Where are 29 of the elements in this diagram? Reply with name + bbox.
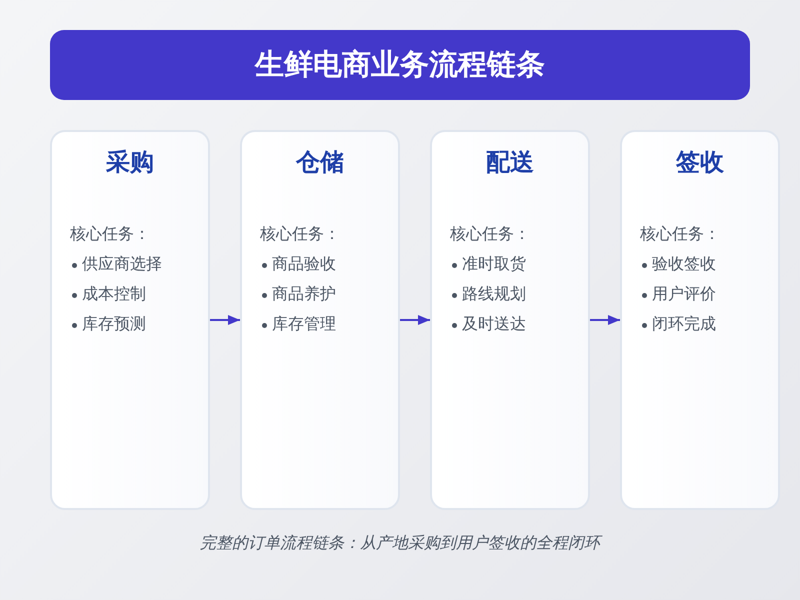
task-item: 商品养护 <box>272 284 336 305</box>
arrow <box>400 315 430 325</box>
task-item: 库存管理 <box>272 314 336 335</box>
task-heading: 核心任务： <box>450 224 530 245</box>
process-card <box>430 130 590 510</box>
card-heading: 签收 <box>676 148 724 178</box>
task-item: 成本控制 <box>82 284 146 305</box>
caption: 完整的订单流程链条：从产地采购到用户签收的全程闭环 <box>200 533 600 555</box>
task-item: 及时送达 <box>462 314 526 335</box>
arrow <box>210 315 240 325</box>
arrow <box>590 315 620 325</box>
card-heading: 仓储 <box>296 148 344 178</box>
process-card <box>50 130 210 510</box>
task-item: 路线规划 <box>462 284 526 305</box>
task-heading: 核心任务： <box>260 224 340 245</box>
task-item: 商品验收 <box>272 254 336 275</box>
process-card <box>620 130 780 510</box>
card-heading: 采购 <box>106 148 154 178</box>
task-item: 闭环完成 <box>652 314 716 335</box>
task-heading: 核心任务： <box>70 224 150 245</box>
task-heading: 核心任务： <box>640 224 720 245</box>
process-card <box>240 130 400 510</box>
title-banner: 生鲜电商业务流程链条 <box>50 30 750 100</box>
task-item: 用户评价 <box>652 284 716 305</box>
task-item: 供应商选择 <box>82 254 162 275</box>
task-item: 准时取货 <box>462 254 526 275</box>
card-heading: 配送 <box>486 148 534 178</box>
task-item: 库存预测 <box>82 314 146 335</box>
task-item: 验收签收 <box>652 255 716 275</box>
